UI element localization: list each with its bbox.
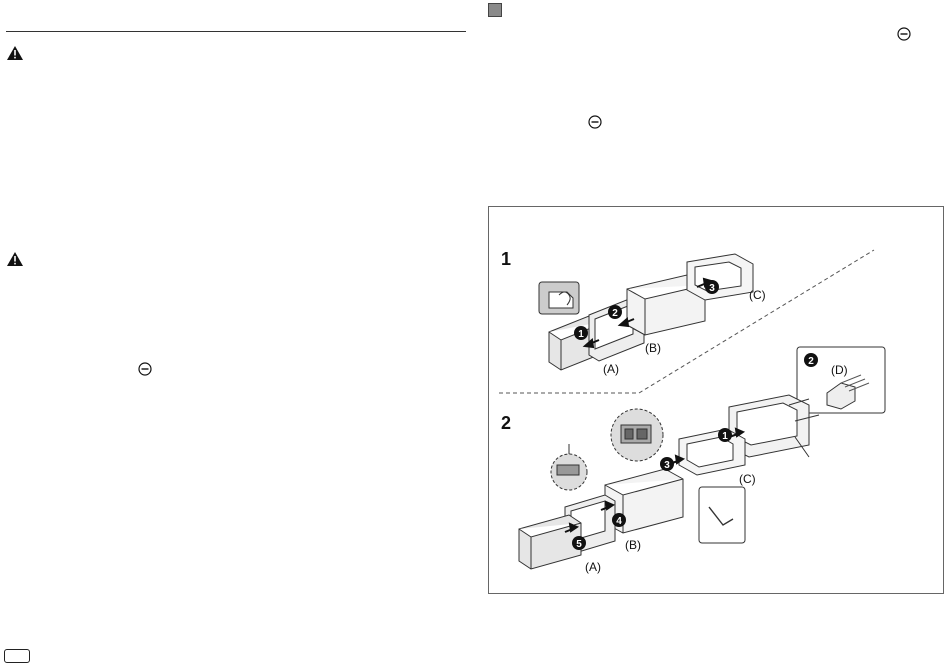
page-number-box — [4, 649, 30, 663]
installation-diagram: 1 2 3 2 — [499, 249, 886, 570]
svg-text:4: 4 — [616, 516, 622, 527]
unit-body-1 — [626, 274, 706, 336]
minus-circle-icon — [897, 27, 911, 41]
release-detail-callout — [550, 444, 588, 491]
step-number-1: 1 — [501, 249, 512, 269]
step-badges-section-2 — [572, 428, 732, 550]
section-square-icon — [488, 3, 502, 17]
faceplate-a-2 — [518, 514, 582, 570]
arrows-section-2 — [564, 427, 746, 533]
bend-tab-callout — [698, 486, 746, 544]
mounting-sleeve-c-1 — [686, 253, 754, 301]
part-label-d: (D) — [831, 363, 848, 377]
svg-text:1: 1 — [722, 431, 728, 442]
minus-circle-icon — [138, 362, 152, 376]
minus-circle-icon — [588, 115, 602, 129]
warning-icon — [7, 46, 23, 60]
step-badges-section-1 — [574, 280, 719, 340]
svg-text:2: 2 — [808, 356, 814, 367]
dashboard-frame — [728, 394, 820, 458]
left-header-rule — [6, 31, 466, 32]
warning-icon — [7, 252, 23, 266]
dashed-separator — [499, 249, 875, 394]
part-label-c-2: (C) — [739, 472, 756, 486]
release-button-callout — [538, 281, 580, 315]
svg-text:5: 5 — [576, 539, 582, 550]
connector-d-callout — [796, 346, 886, 414]
detail-zoom-callout — [610, 408, 664, 462]
svg-text:1: 1 — [578, 329, 584, 340]
installation-illustration-box: 1 2 — [488, 206, 944, 594]
part-label-b-1: (B) — [645, 341, 661, 355]
part-label-a-1: (A) — [603, 362, 619, 376]
svg-text:3: 3 — [664, 460, 670, 471]
part-label-c-1: (C) — [749, 288, 766, 302]
svg-text:3: 3 — [709, 283, 715, 294]
part-label-a-2: (A) — [585, 560, 601, 574]
svg-text:2: 2 — [612, 308, 618, 319]
part-label-b-2: (B) — [625, 538, 641, 552]
step-number-2: 2 — [501, 413, 512, 433]
